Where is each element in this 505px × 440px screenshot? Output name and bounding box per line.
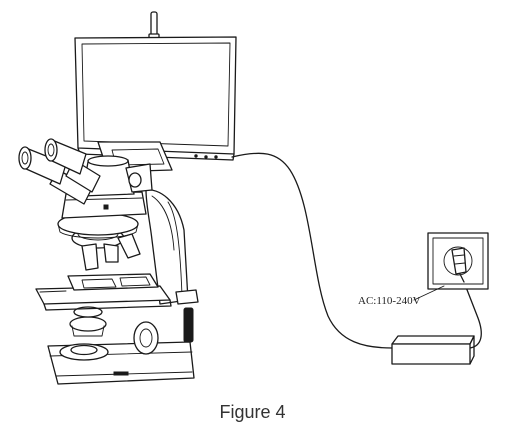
microscope-icon (18, 138, 199, 385)
power-adapter-icon (391, 335, 475, 365)
antenna-icon (148, 11, 160, 40)
plug-icon (451, 247, 467, 283)
voltage-label: AC:110-240V (358, 295, 421, 307)
figure-caption: Figure 4 (219, 402, 286, 422)
monitor-icon (74, 11, 237, 173)
